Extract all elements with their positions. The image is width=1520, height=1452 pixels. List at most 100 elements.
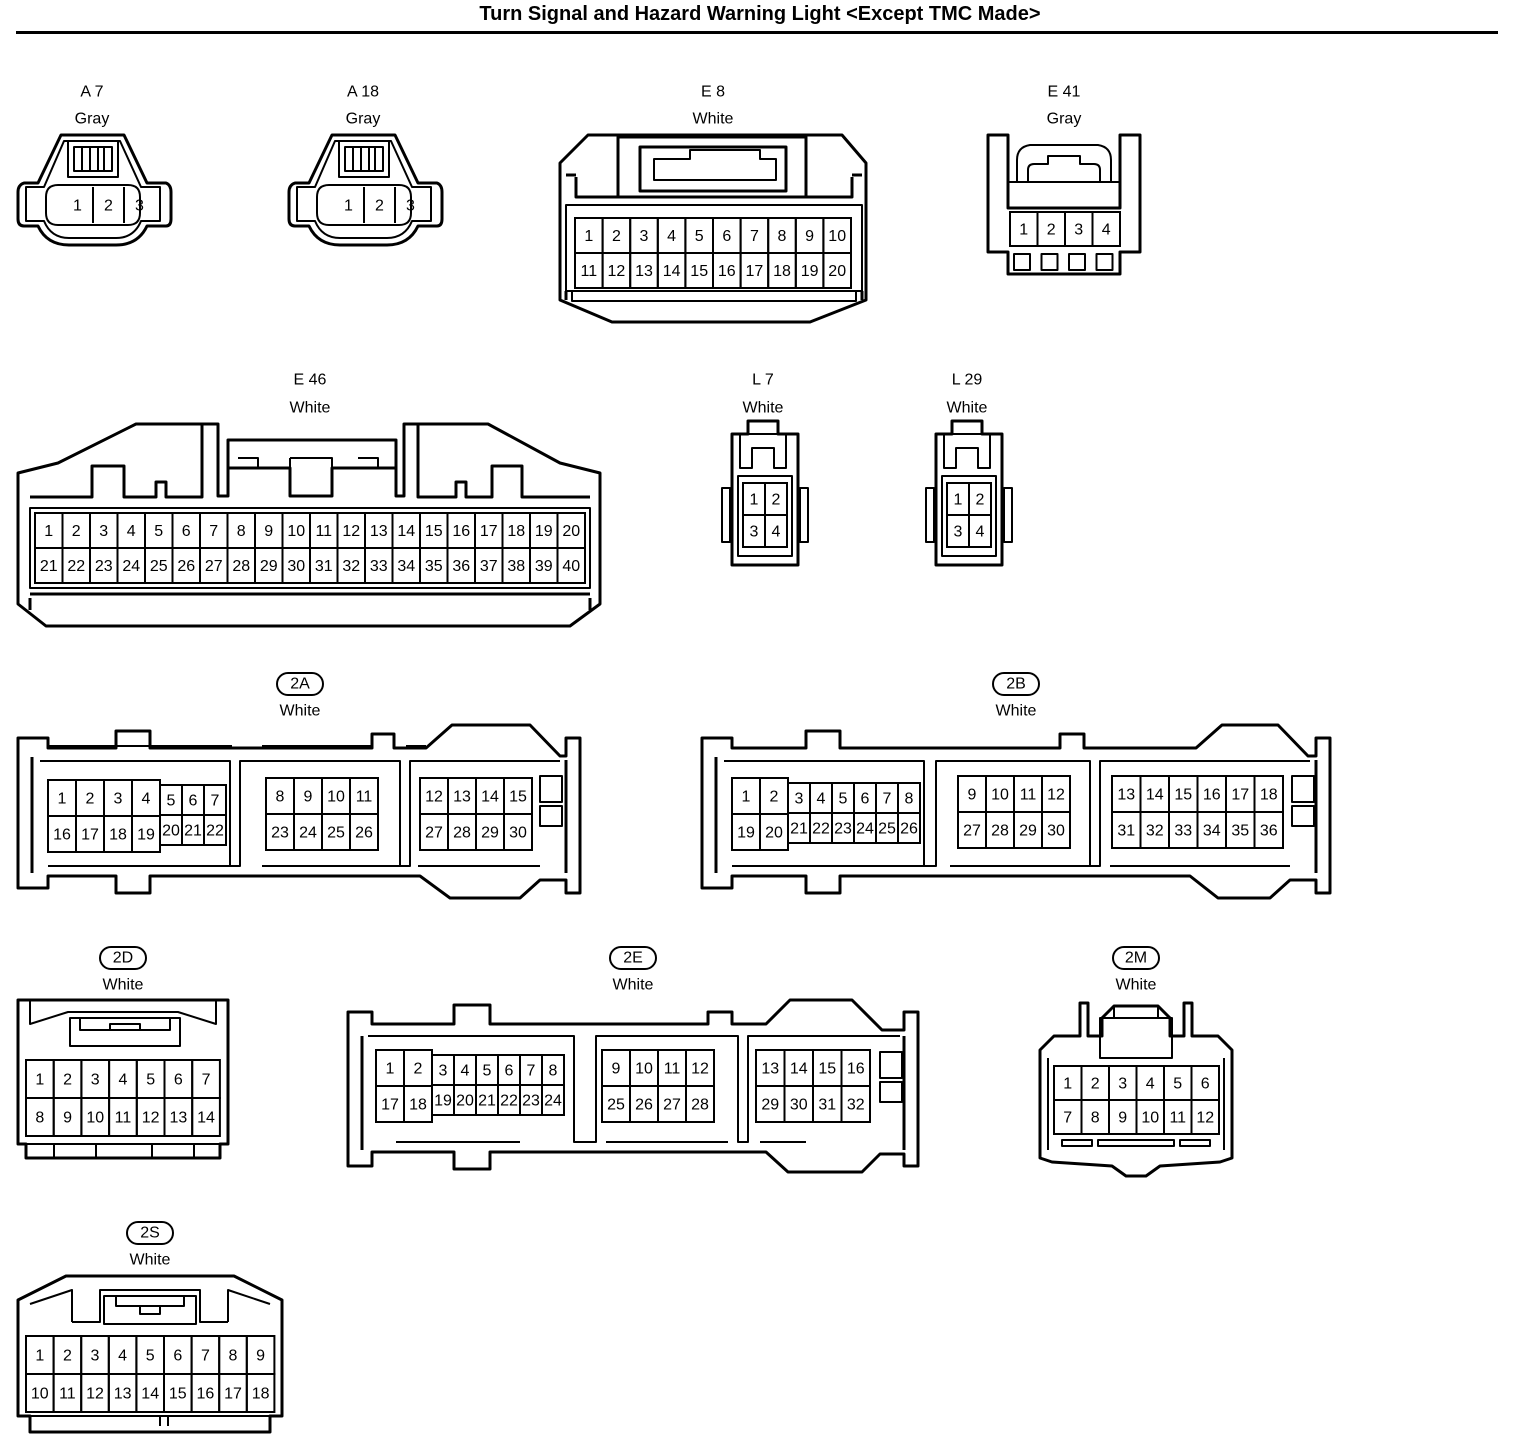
pin-number: 16 — [197, 1386, 215, 1403]
pin-number: 16 — [847, 1061, 865, 1078]
pin-number: 11 — [580, 263, 597, 280]
pin-number: 6 — [173, 1348, 182, 1365]
pin-number: 11 — [315, 523, 332, 540]
pin-number: 30 — [790, 1097, 808, 1114]
pin-number: 10 — [287, 523, 305, 540]
pin-number: 13 — [453, 789, 471, 806]
pin-cell — [541, 1084, 565, 1116]
pin-cell — [822, 252, 853, 289]
pin-number: 12 — [1047, 787, 1065, 804]
pin-number: 15 — [169, 1386, 187, 1403]
pin-number: 13 — [114, 1386, 132, 1403]
pin-number: 19 — [535, 523, 553, 540]
connector-id: A 18 — [347, 84, 379, 101]
pin-number: 5 — [483, 1063, 492, 1080]
pin-number: 29 — [481, 825, 499, 842]
latch-notch — [539, 805, 563, 827]
pin-number: 23 — [95, 558, 113, 575]
pin-cell — [1253, 811, 1284, 849]
pin-number: 4 — [142, 791, 151, 808]
side-rib — [1003, 487, 1013, 543]
latch-frame — [29, 1289, 271, 1322]
pin-number: 4 — [118, 1072, 127, 1089]
connector-id: E 41 — [1048, 84, 1081, 101]
pin-number: 5 — [154, 523, 163, 540]
connector-outline — [700, 723, 1332, 900]
title-rule — [16, 31, 1498, 34]
pin-number: 18 — [1260, 787, 1278, 804]
connector-outline — [296, 140, 432, 239]
connector-color: White — [103, 977, 144, 994]
pin-number: 21 — [184, 823, 202, 840]
pin-number: 30 — [509, 825, 527, 842]
pin-number: 1 — [1019, 222, 1028, 239]
connector-color: White — [947, 400, 988, 417]
pin-cell — [349, 813, 379, 851]
pin-number: 35 — [425, 558, 443, 575]
connector-color: White — [290, 400, 331, 417]
connector-id: L 7 — [752, 372, 774, 389]
connector-id-badge — [126, 1221, 174, 1245]
pin-number: 3 — [99, 523, 108, 540]
connector-outline — [16, 133, 173, 247]
connector-id: 2D — [113, 950, 133, 967]
latch-top — [747, 420, 779, 435]
pin-number: 4 — [1146, 1076, 1155, 1093]
pin-number: 4 — [817, 791, 826, 808]
pin-number: 27 — [205, 558, 223, 575]
latch — [943, 434, 991, 469]
latch — [739, 434, 787, 469]
pin-number: 38 — [507, 558, 525, 575]
pin-number: 1 — [35, 1348, 44, 1365]
page-title: Turn Signal and Hazard Warning Light <Ex… — [479, 3, 1041, 25]
pin-number: 21 — [40, 558, 58, 575]
pin-number: 1 — [73, 198, 82, 215]
connector-id: L 29 — [952, 372, 983, 389]
pin-number: 3 — [406, 198, 415, 215]
pin-housing — [737, 475, 793, 557]
pin-number: 28 — [691, 1097, 709, 1114]
connector-outline — [16, 723, 582, 900]
pin-housing — [316, 184, 412, 226]
pin-number: 27 — [963, 823, 981, 840]
pin-number: 15 — [1174, 787, 1192, 804]
pin-number: 21 — [790, 821, 808, 838]
pin-number: 17 — [381, 1097, 399, 1114]
pin-housing — [941, 475, 997, 557]
latch-detail — [289, 457, 333, 468]
pin-number: 29 — [1019, 823, 1037, 840]
connector-outline — [25, 140, 161, 239]
pin-number: 1 — [954, 492, 963, 509]
connector-id-badge — [1112, 946, 1160, 970]
side-rails — [1047, 1058, 1225, 1150]
connector-outline — [714, 757, 1318, 873]
pin-number: 25 — [327, 825, 345, 842]
pin-number: 26 — [900, 821, 918, 838]
pin-number: 5 — [146, 1072, 155, 1089]
connector-outline — [228, 466, 396, 498]
latch — [67, 140, 119, 178]
pin-number: 6 — [189, 793, 198, 810]
pin-number: 31 — [1117, 823, 1135, 840]
pin-number: 2 — [1047, 222, 1056, 239]
pin-cell — [245, 1373, 276, 1413]
latch-tab — [653, 149, 777, 181]
pin-number: 4 — [1102, 222, 1111, 239]
pin-number: 27 — [425, 825, 443, 842]
pin-number: 8 — [905, 791, 914, 808]
pin-number: 6 — [505, 1063, 514, 1080]
pin-number: 29 — [260, 558, 278, 575]
pin-number: 2 — [63, 1348, 72, 1365]
pin-number: 2 — [1091, 1076, 1100, 1093]
pin-number: 17 — [1231, 787, 1249, 804]
pin-number: 15 — [425, 523, 443, 540]
pin-number: 13 — [1117, 787, 1135, 804]
pin-number: 32 — [342, 558, 360, 575]
latch-top — [1113, 1005, 1159, 1019]
pin-number: 10 — [86, 1110, 104, 1127]
connector-color: Gray — [346, 111, 381, 128]
connector-outline — [30, 757, 568, 873]
pin-number: 6 — [174, 1072, 183, 1089]
pin-number: 2 — [976, 492, 985, 509]
rail — [26, 1143, 220, 1158]
